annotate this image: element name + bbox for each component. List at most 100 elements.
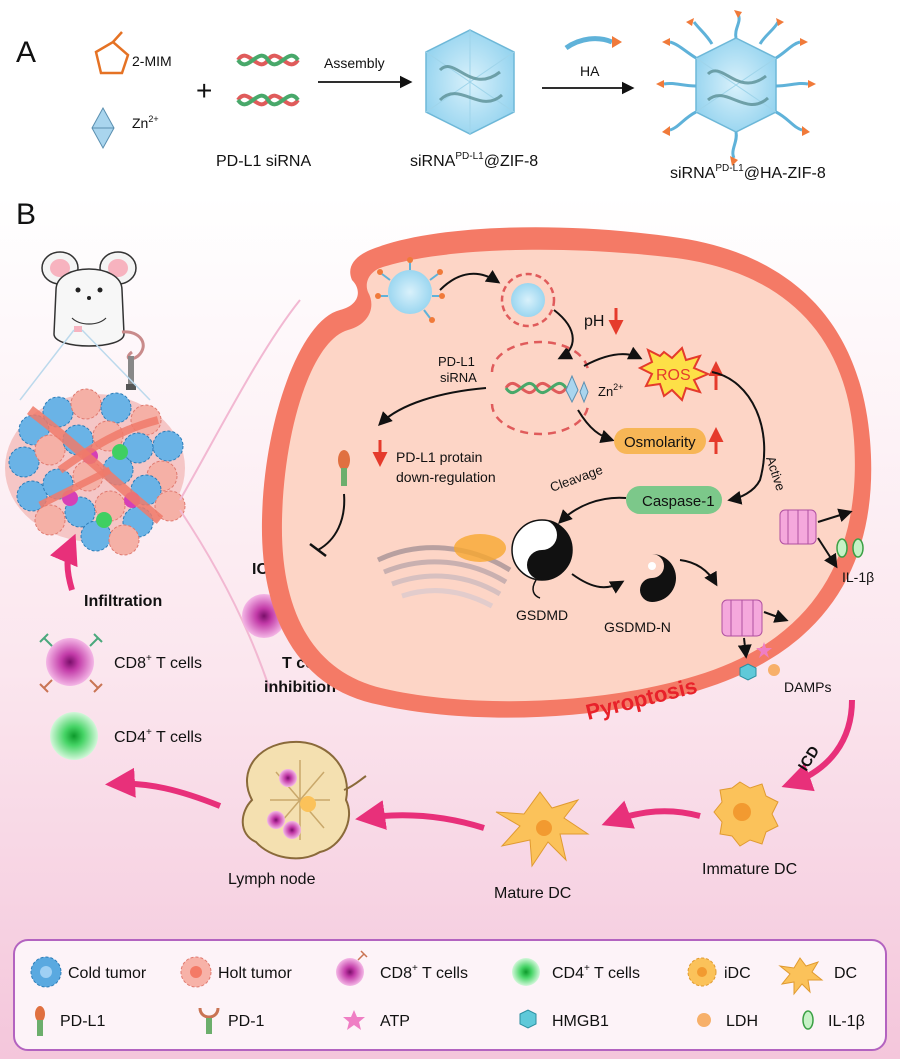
cold-tumor-cell: [42, 396, 74, 428]
legend-cd8-prefix: CD8: [380, 965, 412, 982]
hot-tumor-cell: [34, 504, 66, 536]
caspase-pill: [626, 486, 722, 514]
product2-superscript: PD-L1: [715, 163, 744, 174]
tumor-cluster: [5, 388, 186, 556]
legend-cd4-prefix: CD4: [552, 965, 584, 982]
product1-suffix: @ZIF-8: [484, 153, 539, 170]
il1b-release-arrow-1: [817, 508, 853, 523]
icd-arrow: [781, 699, 855, 792]
hot-tumor-cell: [34, 434, 66, 466]
il1b-release-arrow-2: [817, 537, 838, 569]
svg-text:siRNAPD-L1@ZIF-8: siRNAPD-L1@ZIF-8: [410, 151, 538, 170]
tumor-cells: [8, 388, 186, 556]
cold-tumor-cell: [152, 430, 184, 462]
ph-label: pH: [584, 313, 604, 330]
osmolarity-pill: [614, 428, 706, 454]
immature-dc-cell: [713, 781, 779, 847]
legend-idc-label: iDC: [724, 965, 751, 982]
product2-prefix: siRNA: [670, 165, 716, 182]
hot-tumor-cell: [108, 524, 140, 556]
legend-box: [13, 939, 887, 1051]
legend-hmgb1-label: HMGB1: [552, 1013, 609, 1030]
legend-il1b-label: IL-1β: [828, 1013, 865, 1030]
legend-pd1-label: PD-1: [228, 1013, 265, 1030]
product1-superscript: PD-L1: [455, 151, 484, 162]
sirna-label: PD-L1 siRNA: [216, 153, 311, 170]
reagent-zn-label: Zn: [132, 115, 148, 131]
sirna-helix-icon: [236, 53, 300, 107]
sirna-cell-line2: siRNA: [440, 370, 477, 385]
legend-ldh-label: LDH: [726, 1013, 758, 1030]
cd4-left-suffix: T cells: [152, 729, 202, 746]
svg-text:CD4+ T cells: CD4+ T cells: [114, 727, 202, 746]
to-lymph-arrow: [355, 800, 485, 831]
to-osmolarity-arrow: [577, 409, 615, 444]
lymph-node: [241, 740, 367, 860]
cd8-left-suffix: T cells: [152, 655, 202, 672]
damps-release-arrow-2: [737, 637, 752, 659]
legend-cd8-suffix: T cells: [418, 965, 468, 982]
legend-idc-icon: [687, 957, 717, 987]
to-pore-arrow: [679, 559, 718, 587]
legend-cd8-sup: +: [412, 963, 418, 974]
gsdmd-to-n-arrow: [571, 573, 625, 594]
legend-pdl1-icon: [35, 1006, 45, 1036]
panel-b-letter: B: [16, 198, 36, 231]
legend-cd4-sup: +: [584, 963, 590, 974]
svg-text:CD4+ T cells: CD4+ T cells: [552, 963, 640, 982]
cold-tumor-cell: [8, 446, 40, 478]
cd4-left-prefix: CD4: [114, 729, 146, 746]
ha-zif8-nanoparticle-icon: [656, 10, 816, 166]
cold-tumor-cell: [100, 392, 132, 424]
ros-label: ROS: [656, 367, 691, 384]
svg-text:Zn2+: Zn2+: [598, 382, 623, 399]
zn-cell-sup: 2+: [613, 382, 623, 392]
il1b-label: IL-1β: [842, 569, 874, 585]
legend-cold-tumor-label: Cold tumor: [68, 965, 147, 982]
svg-text:CD8+ T cells: CD8+ T cells: [380, 963, 468, 982]
product1-prefix: siRNA: [410, 153, 456, 170]
zoom-lines: [19, 329, 151, 401]
membrane-pore-top: [779, 509, 817, 545]
hot-tumor-cell: [154, 490, 186, 522]
zn-cell-label: Zn: [598, 384, 613, 399]
il1b-particles: [836, 538, 864, 558]
nanoparticle-entering: [375, 257, 445, 323]
legend-cd4-icon: [512, 958, 540, 986]
active-arrow: [711, 371, 766, 505]
golgi-organelle: [376, 534, 512, 609]
assembly-label: Assembly: [324, 55, 385, 71]
cd4-t-cell-left: [50, 712, 98, 760]
zif8-crystal-icon: [425, 29, 515, 135]
cleavage-arrow: [558, 496, 627, 524]
dc-maturation-arrow: [601, 800, 701, 829]
plus-sign: +: [196, 75, 212, 106]
tcell-inhibition-line2: inhibition: [264, 679, 336, 696]
legend-atp-label: ATP: [380, 1013, 410, 1030]
legend-holt-tumor-icon: [180, 956, 212, 988]
legend-ldh-icon: [697, 1013, 711, 1027]
legend-holt-tumor-label: Holt tumor: [218, 965, 292, 982]
ha-strand-icon: [564, 36, 622, 51]
damps-release-arrow-1: [763, 609, 789, 623]
product2-suffix: @HA-ZIF-8: [744, 165, 826, 182]
two-mim-icon: [94, 31, 130, 75]
inhibition-bar: [309, 543, 327, 557]
cd8-left-prefix: CD8: [114, 655, 146, 672]
gsdmd-icon: [511, 519, 573, 599]
ph-arrow: [553, 309, 574, 360]
reagent-zn-charge: 2+: [148, 114, 158, 124]
gsdmd-n-icon: [640, 554, 676, 602]
legend-il1b-icon: [802, 1010, 814, 1030]
cd4-left-sup: +: [146, 727, 152, 738]
ha-label: HA: [580, 63, 600, 79]
osmolarity-label: Osmolarity: [624, 434, 696, 451]
lymph-to-tcells-arrow: [105, 767, 222, 809]
immature-dc-label: Immature DC: [702, 861, 797, 878]
cd8-t-cell-left: [39, 633, 103, 693]
zinc-ion-icon: [91, 106, 115, 150]
reagent-mim-label: 2-MIM: [132, 53, 172, 69]
inhibition-line: [317, 493, 346, 551]
